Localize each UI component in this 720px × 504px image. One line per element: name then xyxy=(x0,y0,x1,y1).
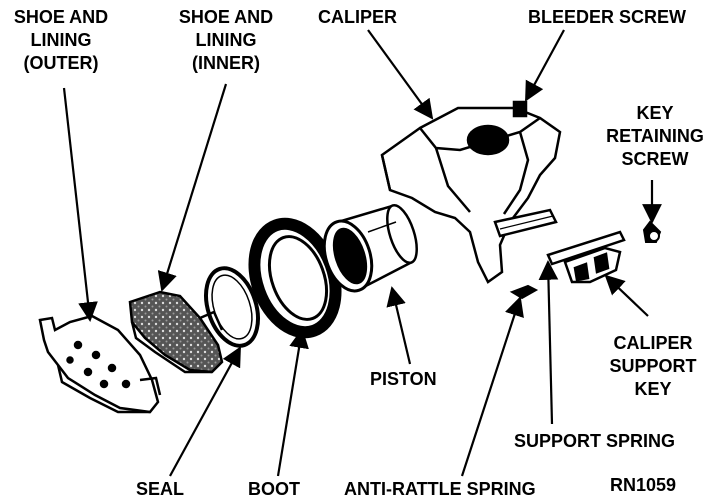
anti-rattle-spring-part xyxy=(509,284,539,300)
leader-boot xyxy=(276,328,309,477)
label-support-key-line1: CALIPER xyxy=(613,333,693,353)
label-support-key-line2: SUPPORT xyxy=(609,356,697,376)
label-shoe-inner-line3: (INNER) xyxy=(192,53,260,73)
leader-anti-rattle-spring xyxy=(460,296,524,477)
key-retaining-screw-part xyxy=(642,220,662,243)
label-boot: BOOT xyxy=(248,479,300,499)
label-caliper: CALIPER xyxy=(318,7,398,27)
label-support-key-line3: KEY xyxy=(634,379,672,399)
outer-shoe-part xyxy=(38,314,162,414)
label-caliper-support-key: CALIPER SUPPORT KEY xyxy=(598,332,708,401)
label-seal: SEAL xyxy=(136,479,185,499)
label-shoe-outer-line3: (OUTER) xyxy=(23,53,99,73)
leader-caliper-support-key xyxy=(604,274,649,317)
label-shoe-inner-line1: SHOE AND xyxy=(178,7,274,27)
label-shoe-inner-line2: LINING xyxy=(195,30,257,50)
figure-code: RN1059 xyxy=(610,475,677,495)
label-anti-rattle-spring: ANTI-RATTLE SPRING xyxy=(344,479,536,499)
leader-lines xyxy=(62,29,662,477)
piston-part xyxy=(322,203,418,293)
caliper-part xyxy=(380,100,562,284)
leader-caliper xyxy=(367,29,434,120)
caliper-support-key-part xyxy=(563,246,622,284)
label-shoe-inner: SHOE AND LINING (INNER) xyxy=(164,6,288,75)
label-key-line2: RETAINING xyxy=(606,126,704,146)
seal-part xyxy=(204,266,260,348)
label-shoe-outer: SHOE AND LINING (OUTER) xyxy=(2,6,120,75)
leader-piston xyxy=(386,286,412,365)
label-shoe-outer-line2: LINING xyxy=(30,30,92,50)
label-key-line1: KEY xyxy=(636,103,674,123)
leader-shoe-outer xyxy=(62,87,98,322)
label-bleeder-screw: BLEEDER SCREW xyxy=(528,7,687,27)
leader-shoe-inner xyxy=(157,83,228,292)
label-key-line3: SCREW xyxy=(621,149,689,169)
leader-support-spring xyxy=(538,260,559,425)
label-support-spring: SUPPORT SPRING xyxy=(514,431,676,451)
leader-bleeder-screw xyxy=(525,29,565,102)
label-shoe-outer-line1: SHOE AND xyxy=(13,7,109,27)
label-piston: PISTON xyxy=(370,369,437,389)
leader-seal xyxy=(169,346,241,477)
label-key-retaining-screw: KEY RETAINING SCREW xyxy=(596,102,714,171)
